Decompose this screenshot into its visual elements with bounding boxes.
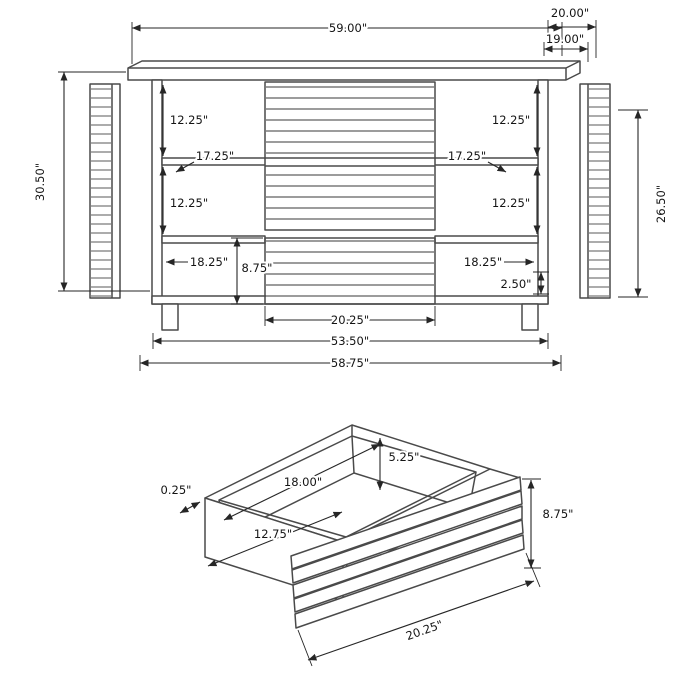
dim-label-left-shelf-width: 17.25" xyxy=(196,149,234,163)
right-lower-shelf xyxy=(434,235,539,244)
dim-lower-right-opening: 12.25" xyxy=(490,167,541,234)
right-side-panel xyxy=(537,79,549,305)
dim-label-lower-left-opening: 12.25" xyxy=(170,196,208,210)
dim-label-overall-height: 30.50" xyxy=(33,163,47,201)
dim-label-drawer-front-width: 20.25" xyxy=(331,313,369,327)
dim-label-drawer-bottom-lip: 0.25" xyxy=(161,483,192,497)
dim-label-body-depth: 19.00" xyxy=(546,32,584,46)
left-side-panel xyxy=(151,79,163,305)
dim-overall-height: 30.50" xyxy=(31,71,150,292)
dim-label-base-clearance: 2.50" xyxy=(501,277,532,291)
dim-left-shelf-width: 17.25" xyxy=(175,147,236,173)
dim-drawer-front-width: 20.25" xyxy=(264,306,436,329)
dim-label-right-interior-height: 26.50" xyxy=(654,185,668,223)
dim-label-base-width: 58.75" xyxy=(331,356,369,370)
dim-drawer-interior-depth: 12.75" xyxy=(207,511,343,567)
dim-label-drawer-interior-depth: 12.75" xyxy=(254,527,292,541)
dim-label-left-lower-shelf-width: 18.25" xyxy=(190,255,228,269)
dim-label-upper-left-opening: 12.25" xyxy=(170,113,208,127)
dim-right-lower-shelf-width: 18.25" xyxy=(462,253,534,271)
dim-drawer-front-height: 8.75" xyxy=(522,478,575,569)
top-drawer-front xyxy=(264,81,436,159)
dim-label-drawer-front-width: 20.25" xyxy=(404,617,445,643)
dim-drawer-interior-width: 18.00" xyxy=(223,443,381,521)
dim-label-drawer-front-height: 8.75" xyxy=(242,261,273,275)
cabinet-top xyxy=(127,60,581,81)
dim-label-upper-right-opening: 12.25" xyxy=(492,113,530,127)
dim-base-width: 58.75" xyxy=(139,354,562,372)
dim-drawer-bottom-lip: 0.25" xyxy=(159,481,201,514)
left-upper-shelf xyxy=(161,157,266,166)
drawer-isometric-view: 5.25" 18.00" 0.25" 12.75" 8.75" 20.25" xyxy=(159,424,575,667)
dim-top-depth: 20.00" xyxy=(547,4,597,58)
dim-top-width: 59.00" xyxy=(131,19,563,64)
dim-label-right-shelf-width: 17.25" xyxy=(448,149,486,163)
dim-right-shelf-width: 17.25" xyxy=(446,147,507,173)
dim-label-top-depth: 20.00" xyxy=(551,6,589,20)
middle-drawer-front xyxy=(264,165,436,231)
right-door-open xyxy=(579,83,611,299)
right-upper-shelf xyxy=(434,157,539,166)
left-door-open xyxy=(89,83,121,299)
dim-lower-left-opening: 12.25" xyxy=(159,167,210,234)
dim-interior-width: 53.50" xyxy=(152,332,549,350)
left-leg xyxy=(161,303,179,331)
dim-label-interior-width: 53.50" xyxy=(331,334,369,348)
drawer-stack xyxy=(264,81,436,305)
dim-label-drawer-front-height: 8.75" xyxy=(543,507,574,521)
left-lower-shelf xyxy=(161,235,266,244)
dim-label-lower-right-opening: 12.25" xyxy=(492,196,530,210)
right-leg xyxy=(521,303,539,331)
dim-label-drawer-interior-width: 18.00" xyxy=(284,475,322,489)
dim-right-interior-height: 26.50" xyxy=(618,109,670,298)
dim-drawer-front-height: 8.75" xyxy=(231,237,274,305)
dim-base-clearance: 2.50" xyxy=(499,271,549,295)
dim-left-lower-shelf-width: 18.25" xyxy=(166,253,230,271)
dim-upper-right-opening: 12.25" xyxy=(490,85,541,156)
dim-upper-left-opening: 12.25" xyxy=(159,85,210,156)
dim-label-right-lower-shelf-width: 18.25" xyxy=(464,255,502,269)
dim-label-drawer-interior-height: 5.25" xyxy=(389,450,420,464)
dim-drawer-interior-height: 5.25" xyxy=(376,438,421,490)
dim-label-top-width: 59.00" xyxy=(329,21,367,35)
bottom-drawer-front xyxy=(264,237,436,305)
dim-body-depth: 19.00" xyxy=(543,30,589,62)
sideboard-front-view: 59.00" 20.00" 19.00" 30.50" 26.50" 12.25… xyxy=(31,4,670,372)
